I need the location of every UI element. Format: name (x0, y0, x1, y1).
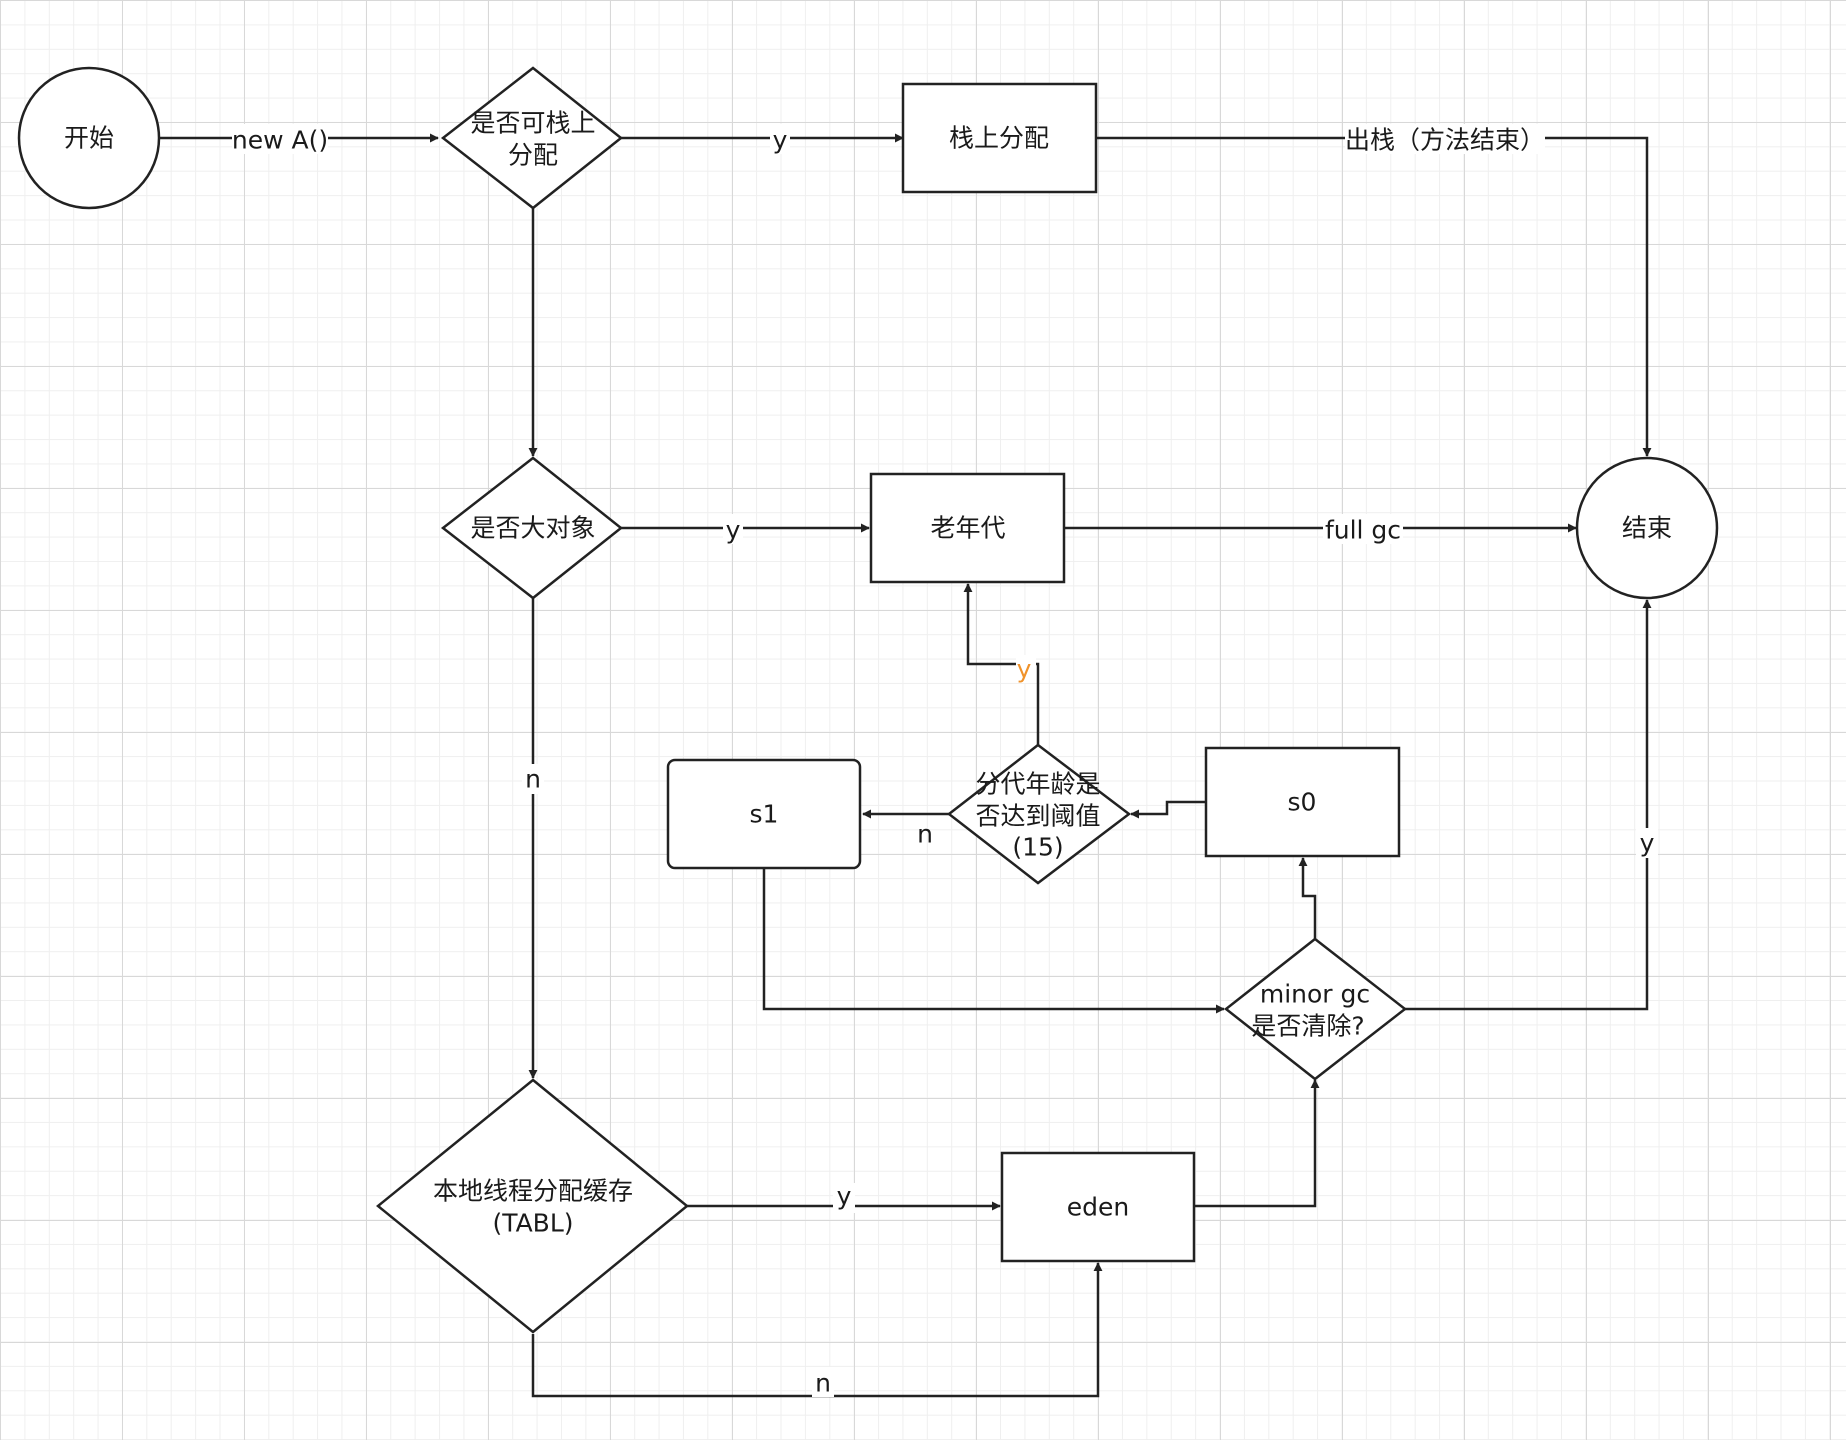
edge-label-full-gc: full gc (1325, 516, 1401, 545)
edge-label-age-yes: y (1017, 655, 1032, 684)
edge-label-large-yes: y (726, 516, 741, 545)
minor-gc-node: minor gc 是否清除? (1223, 937, 1408, 1081)
edge-s1-to-minor-gc (762, 868, 1225, 1014)
minor-gc-label-line-1: minor gc (1260, 980, 1370, 1009)
stack-alloc-node: 栈上分配 (901, 82, 1098, 194)
edge-label-new-a: new A() (232, 126, 328, 155)
edge-labels: new A() y 出栈（方法结束） y full gc n y n y y n (232, 124, 1658, 1398)
age-check-label-line-1: 分代年龄是 (975, 770, 1100, 799)
tlab-check-label-line-2: (TABL) (492, 1209, 573, 1238)
edge-label-pop-stack: 出栈（方法结束） (1345, 126, 1545, 155)
edge-eden-to-minor-gc (1193, 1079, 1320, 1208)
edge-label-stack-yes: y (773, 126, 788, 155)
s0-node: s0 (1204, 746, 1401, 858)
start-node: 开始 (17, 66, 161, 210)
nodes: 开始 是否可栈上 分配 栈上分配 是否大对象 老年代 结束 (17, 66, 1719, 1334)
age-check-label-line-3: (15) (1012, 833, 1063, 862)
s1-node: s1 (666, 758, 862, 870)
old-gen-node: 老年代 (869, 472, 1066, 584)
minor-gc-label-line-2: 是否清除? (1251, 1012, 1364, 1041)
edge-minor-gc-to-end (1405, 599, 1652, 1011)
edges (160, 133, 1652, 1398)
stack-check-label-line-1: 是否可栈上 (470, 109, 595, 138)
old-gen-label: 老年代 (930, 514, 1005, 543)
edge-minor-gc-to-s0 (1298, 857, 1317, 939)
edge-s0-to-age-check (1130, 800, 1206, 819)
tlab-check-node: 本地线程分配缓存 (TABL) (376, 1078, 689, 1334)
stack-check-label-line-2: 分配 (508, 141, 558, 170)
edge-label-tlab-no: n (815, 1369, 831, 1398)
stack-alloc-label: 栈上分配 (949, 124, 1049, 153)
s0-label: s0 (1288, 788, 1317, 817)
large-check-node: 是否大对象 (440, 456, 624, 600)
stack-check-node: 是否可栈上 分配 (440, 66, 624, 210)
edge-label-tlab-yes: y (837, 1182, 852, 1211)
eden-node: eden (1000, 1151, 1196, 1263)
edge-age-check-to-old-gen (963, 583, 1040, 745)
start-node-label: 开始 (64, 124, 114, 153)
large-check-label: 是否大对象 (470, 514, 595, 543)
s1-label: s1 (750, 800, 779, 829)
age-check-label-line-2: 否达到阈值 (975, 802, 1100, 831)
age-check-node: 分代年龄是 否达到阈值 (15) (946, 743, 1132, 885)
edge-label-large-no: n (525, 765, 541, 794)
edge-stack-alloc-to-end (1096, 136, 1652, 457)
edge-label-minor-yes: y (1640, 829, 1655, 858)
edge-label-age-no: n (917, 820, 933, 849)
end-node-label: 结束 (1622, 514, 1672, 543)
end-node: 结束 (1575, 456, 1719, 600)
tlab-check-label-line-1: 本地线程分配缓存 (433, 1177, 633, 1206)
eden-label: eden (1067, 1193, 1129, 1222)
